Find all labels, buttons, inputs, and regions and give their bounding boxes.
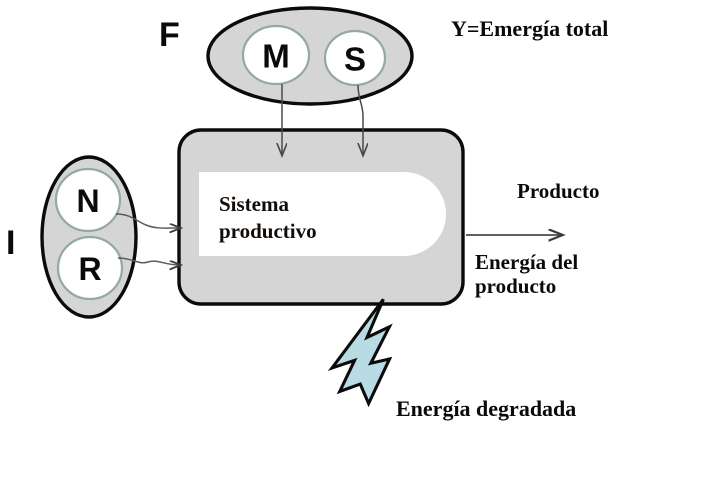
node-circle-m: [241, 24, 311, 86]
degraded-energy-label: Energía degradada: [396, 396, 577, 421]
wavy-arrow-icon-r: [117, 257, 180, 265]
node-label-m: M: [262, 38, 290, 75]
external-inputs-group-f: M S: [206, 6, 414, 106]
system-inner-shape: [199, 172, 446, 256]
bolt-shape: [327, 298, 393, 408]
i-input-arrows: [115, 213, 180, 265]
node-circle-r: [56, 235, 124, 301]
lightning-bolt-icon: [327, 298, 393, 408]
node-label-s: S: [344, 41, 366, 78]
local-inputs-group-i: N R: [40, 155, 138, 319]
emergy-total-label: Y=Emergía total: [451, 16, 609, 41]
node-circle-s: [323, 29, 387, 87]
group-label-i: I: [6, 224, 16, 262]
node-circle-n: [54, 167, 122, 233]
group-label-f: F: [159, 16, 180, 54]
system-name-label: Sistema productivo: [219, 192, 317, 243]
node-label-r: R: [78, 251, 101, 287]
wavy-arrow-icon-n: [115, 213, 180, 228]
product-label: Producto: [517, 179, 600, 203]
product-energy-label: Energía del producto: [475, 250, 579, 298]
arrow-down-icon-s: [358, 84, 363, 155]
f-input-arrows: [282, 84, 363, 155]
node-label-n: N: [76, 183, 99, 219]
productive-system-box: [177, 128, 465, 306]
